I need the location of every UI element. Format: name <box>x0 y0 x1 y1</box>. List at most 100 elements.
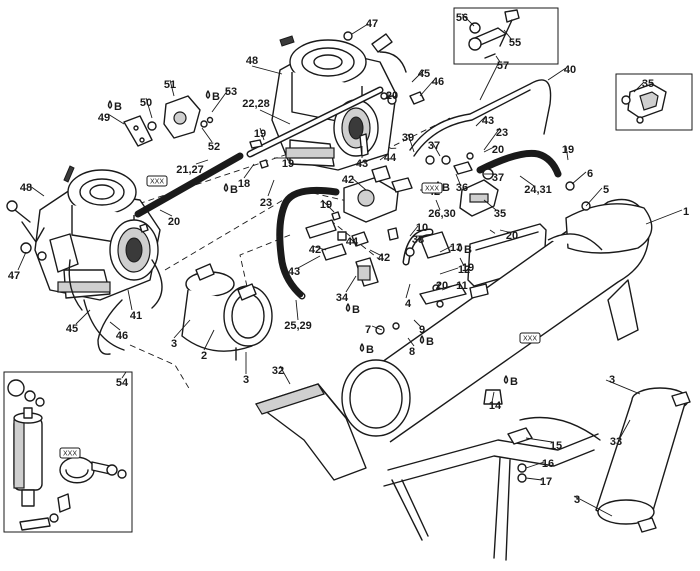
leader-line <box>295 299 299 321</box>
leader-line <box>405 283 411 299</box>
drop-icon <box>457 243 463 252</box>
rear-boot <box>595 387 691 533</box>
part-callout: 23 <box>496 127 508 139</box>
leader-line <box>431 141 441 157</box>
part-callout: 43 <box>288 266 300 278</box>
part-callout: 3 <box>243 374 249 386</box>
b-drop-marker: B <box>107 100 122 113</box>
part-callout: 46 <box>116 330 128 342</box>
inset-fuel-pump-box <box>3 371 133 533</box>
xxx-tag-frame <box>421 182 443 194</box>
leader-line <box>459 257 465 267</box>
leader-line <box>419 79 435 97</box>
b-label: B <box>230 184 238 196</box>
leader-line <box>297 255 321 269</box>
part-callout: 35 <box>642 78 654 90</box>
part-callout: 19 <box>462 262 474 274</box>
part-callout: 12 <box>458 264 470 276</box>
part-callout: 17 <box>540 476 552 488</box>
b-label: B <box>442 182 450 194</box>
leader-line <box>573 495 613 517</box>
part-callout: 4 <box>405 298 412 310</box>
xxx-tag: XXX <box>519 332 541 344</box>
leader-line <box>127 289 133 311</box>
part-callout: 45 <box>418 68 430 80</box>
part-callout: 21,27 <box>176 164 204 176</box>
leader-line <box>349 237 359 247</box>
inset-valve-box <box>615 73 693 131</box>
leader-line <box>109 321 121 331</box>
leader-lines <box>17 13 683 517</box>
part-callout: 42 <box>309 244 321 256</box>
xxx-tag: XXX <box>59 447 81 459</box>
b-drop-marker: B <box>503 375 518 388</box>
xxx-tag-frame <box>519 332 541 344</box>
part-callout: 14 <box>489 400 502 412</box>
leader-line <box>259 109 291 125</box>
xxx-tag: XXX <box>421 182 443 194</box>
leader-line <box>633 81 645 93</box>
drop-icon <box>107 100 113 109</box>
hoses <box>97 79 562 355</box>
heat-shield <box>255 383 367 481</box>
b-drop-marker: B <box>419 335 434 348</box>
b-label: B <box>352 304 360 316</box>
leader-line <box>439 245 453 253</box>
leader-line <box>495 55 501 63</box>
part-callout: 43 <box>482 115 494 127</box>
part-callout: 46 <box>432 76 444 88</box>
drop-icon <box>223 183 229 192</box>
part-callout: 41 <box>130 310 142 322</box>
xxx-tag-text: XXX <box>523 335 537 342</box>
leader-line <box>565 145 569 161</box>
part-callout: 47 <box>8 270 20 282</box>
leader-line <box>211 89 229 113</box>
leader-line <box>145 97 153 119</box>
part-callout: 33 <box>610 436 622 448</box>
leader-line <box>499 229 509 233</box>
part-callout: 50 <box>140 97 152 109</box>
part-callout: 47 <box>366 18 378 30</box>
part-callout: 19 <box>254 128 266 140</box>
leader-line <box>441 283 459 291</box>
leader-line <box>645 209 683 225</box>
part-callout: 26,30 <box>428 208 456 220</box>
part-callout: 51 <box>164 79 176 91</box>
part-callout: 44 <box>384 152 397 164</box>
b-drop-marker: B <box>205 90 220 103</box>
valve-cluster <box>305 133 499 287</box>
xxx-tag-text: XXX <box>150 178 164 185</box>
part-callout: 43 <box>356 158 368 170</box>
part-callout: 37 <box>428 140 440 152</box>
part-callout: 56 <box>456 12 468 24</box>
intake-boot <box>181 263 273 361</box>
leader-line <box>203 329 215 351</box>
carburetor-left <box>6 165 161 351</box>
part-callout: 15 <box>550 440 562 452</box>
xxx-tag-frame <box>59 447 81 459</box>
leader-line <box>321 199 335 213</box>
leader-line <box>267 179 275 197</box>
leader-line <box>413 319 421 327</box>
leader-line <box>435 281 441 291</box>
part-callout: 19 <box>562 144 574 156</box>
part-callout: 22,28 <box>242 98 270 110</box>
part-callout: 8 <box>409 346 415 358</box>
leader-line <box>351 23 369 35</box>
part-callout: 1 <box>683 206 689 218</box>
leader-line <box>371 325 383 331</box>
part-callout: 20 <box>506 230 518 242</box>
xxx-tags: XXX XXX XXX XXX <box>59 175 541 459</box>
part-callout: 54 <box>116 377 129 389</box>
leader-line <box>461 13 475 27</box>
leader-line <box>411 69 425 83</box>
leader-line <box>311 245 327 251</box>
b-label: B <box>366 344 374 356</box>
drop-icon <box>359 343 365 352</box>
part-callout: 5 <box>603 184 609 196</box>
part-callout: 25,29 <box>284 320 312 332</box>
b-label: B <box>114 101 122 113</box>
